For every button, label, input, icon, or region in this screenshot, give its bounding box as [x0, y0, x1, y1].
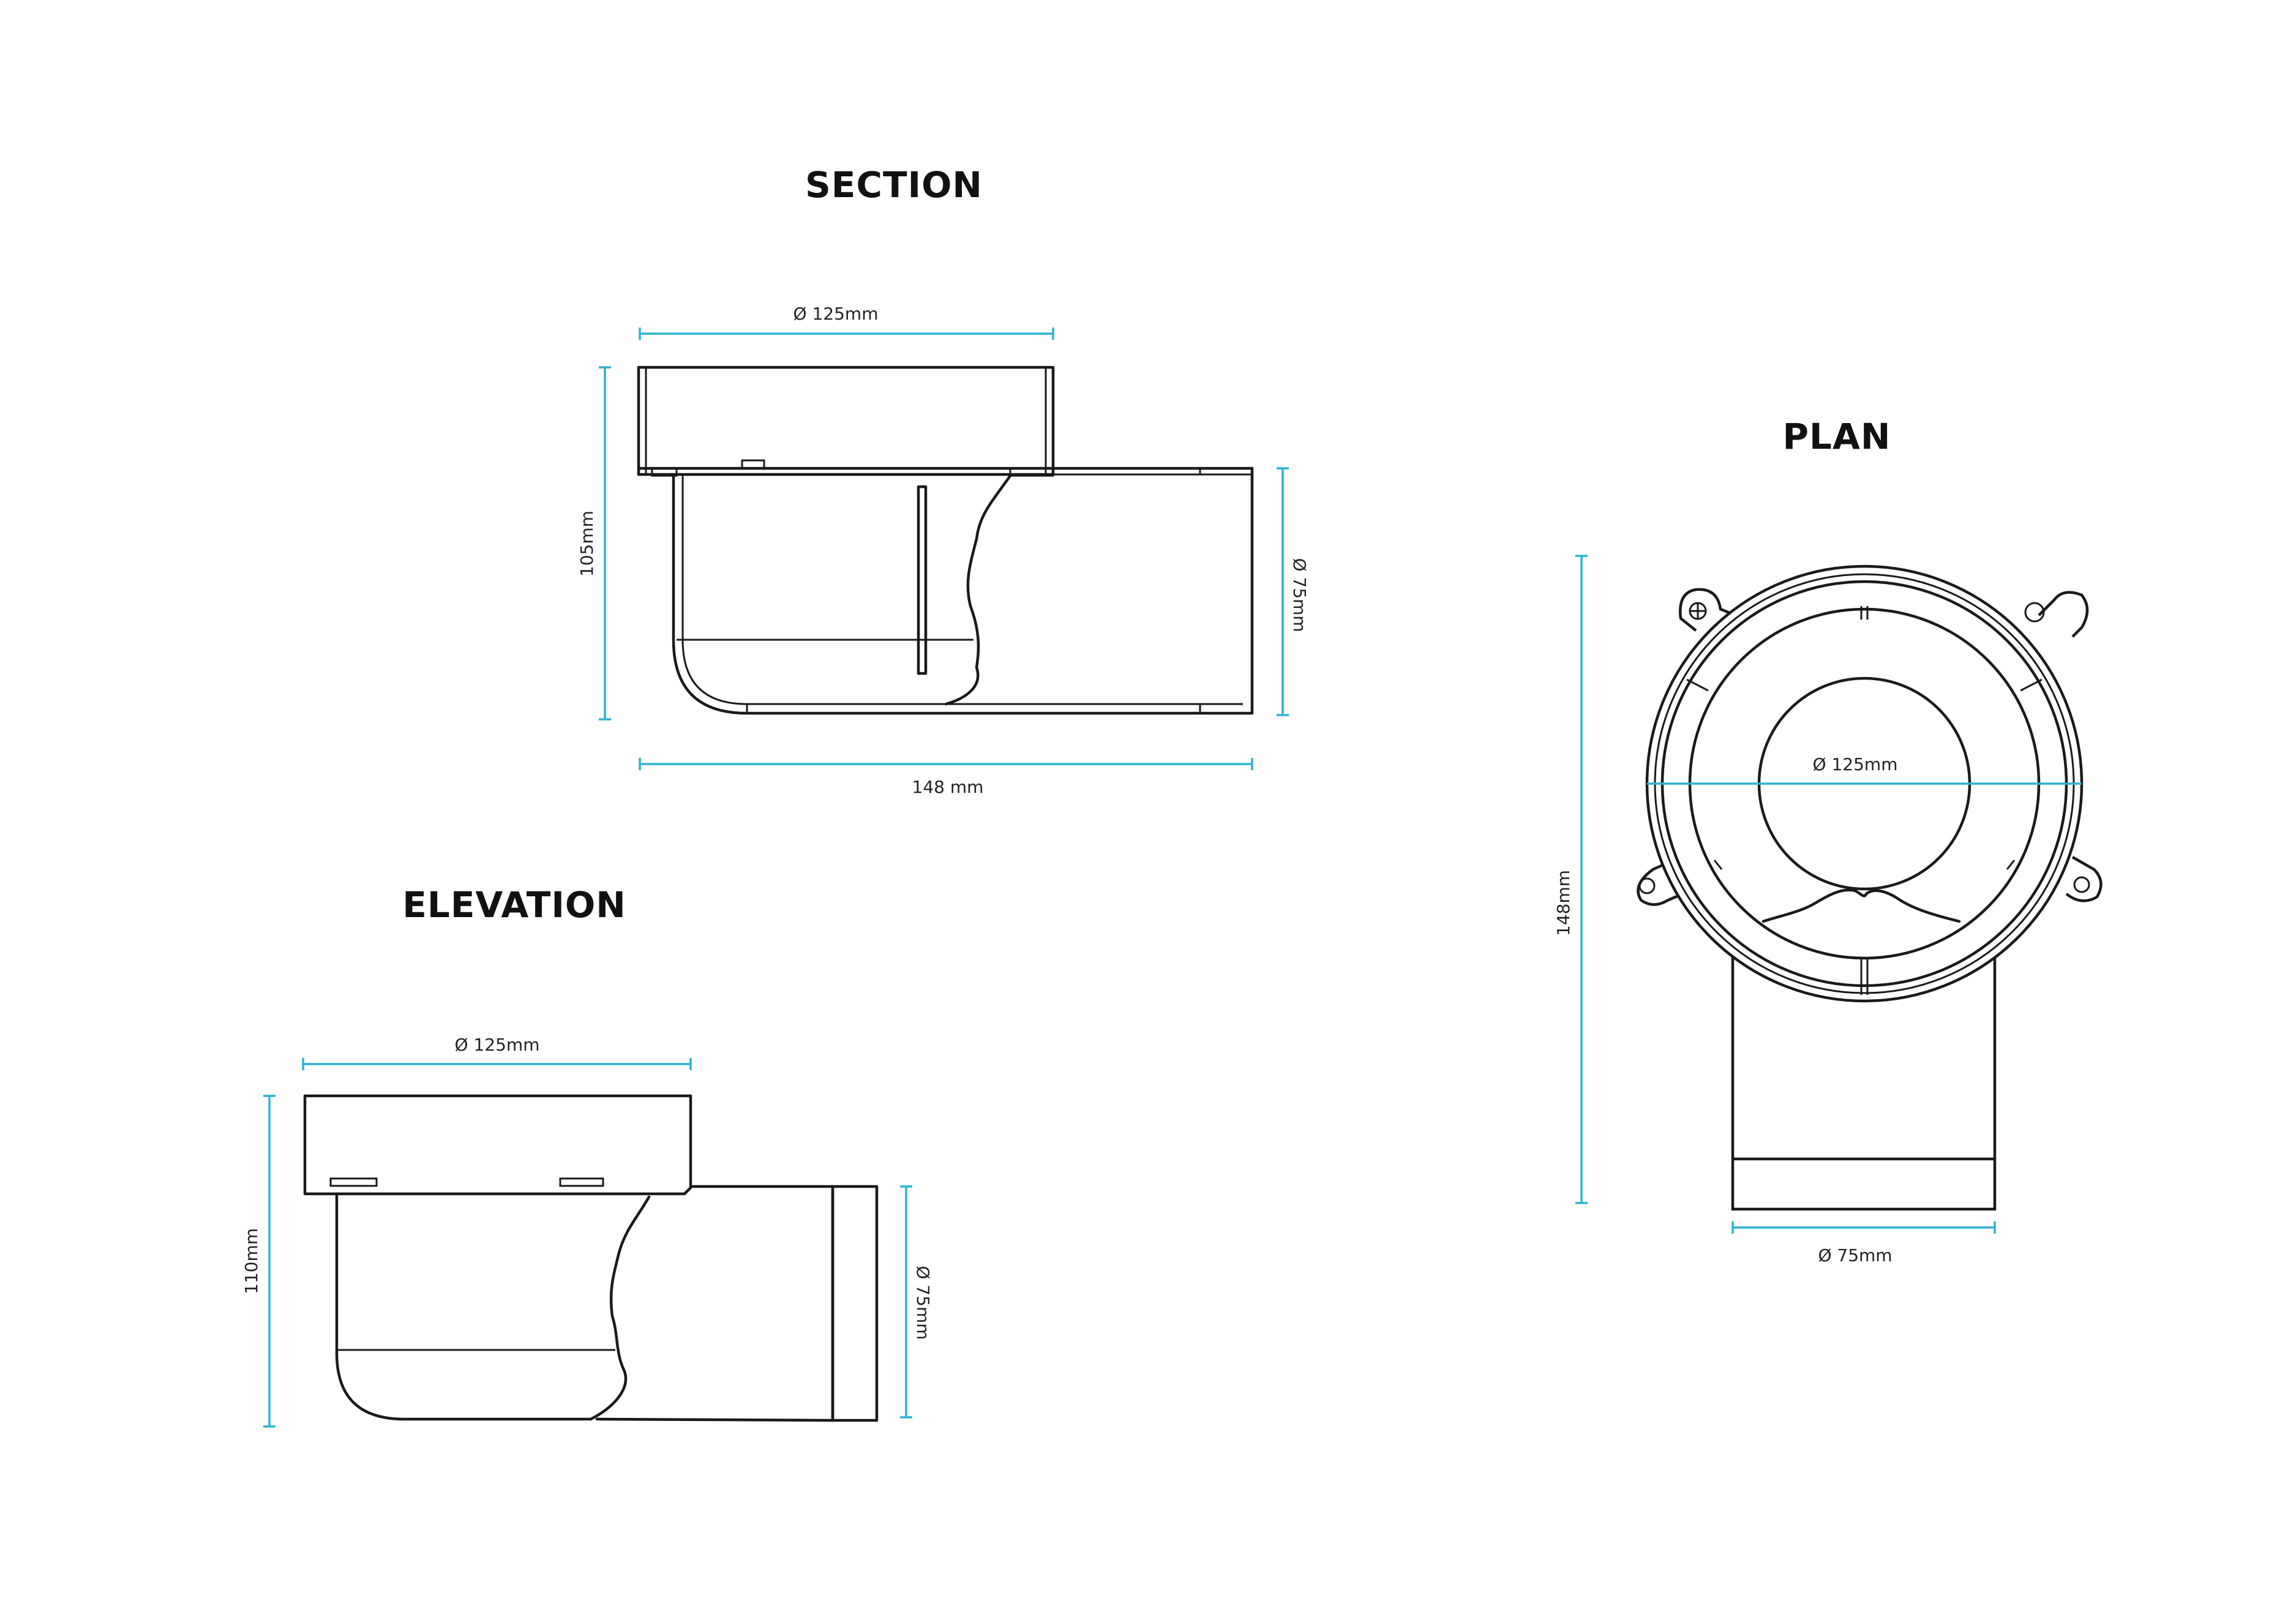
elevation-height-dim-label: 110mm	[241, 1228, 261, 1294]
elevation-outlet-dimension: Ø 75mm	[900, 1185, 933, 1419]
plan-length-dim-label: 148mm	[1553, 870, 1574, 936]
section-view: SECTION Ø 125mm 105mm Ø 75mm 148	[577, 164, 1310, 797]
section-top-dim-label: Ø 125mm	[793, 304, 879, 324]
section-outlet-dim-label: Ø 75mm	[1289, 558, 1310, 632]
section-top-dimension: Ø 125mm	[639, 304, 1054, 340]
plan-length-dimension: 148mm	[1553, 555, 1588, 1204]
elevation-outlet-dim-label: Ø 75mm	[913, 1265, 933, 1340]
section-title: SECTION	[805, 164, 983, 206]
elevation-body	[303, 1094, 879, 1422]
elevation-view: ELEVATION Ø 125mm 110mm Ø 75mm	[241, 884, 933, 1428]
plan-view: PLAN 148mm	[1553, 416, 2103, 1265]
plan-diameter-dimension: Ø 125mm	[1647, 754, 2082, 785]
section-length-dimension: 148 mm	[639, 758, 1253, 797]
section-outlet-dimension: Ø 75mm	[1277, 467, 1310, 716]
section-length-dim-label: 148 mm	[912, 777, 984, 797]
elevation-title: ELEVATION	[402, 884, 626, 926]
section-height-dim-label: 105mm	[577, 511, 597, 577]
plan-diameter-dim-label: Ø 125mm	[1813, 754, 1898, 774]
plan-outlet-dimension: Ø 75mm	[1731, 1221, 1996, 1265]
plan-title: PLAN	[1783, 416, 1891, 457]
elevation-top-dimension: Ø 125mm	[302, 1035, 692, 1070]
elevation-height-dimension: 110mm	[241, 1095, 276, 1428]
section-height-dimension: 105mm	[577, 366, 611, 721]
section-body	[637, 365, 1254, 715]
elevation-top-dim-label: Ø 125mm	[455, 1035, 540, 1055]
plan-outlet-dim-label: Ø 75mm	[1818, 1245, 1892, 1265]
